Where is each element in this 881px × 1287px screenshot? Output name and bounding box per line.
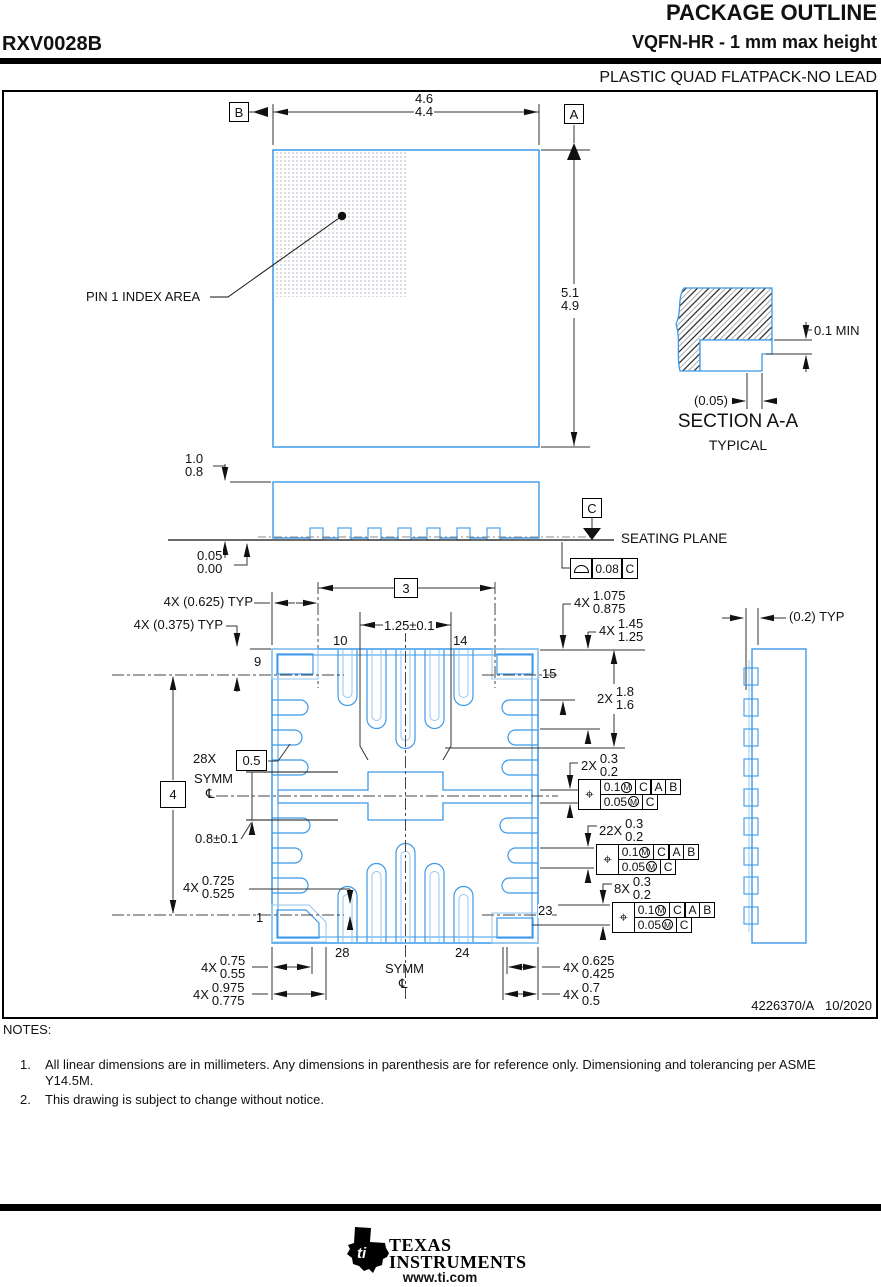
dim-28x-prefix: 28X <box>193 751 217 766</box>
datum-c-box: C <box>582 498 602 518</box>
package-family: PLASTIC QUAD FLATPACK-NO LEAD <box>599 69 877 86</box>
note-2: 2. This drawing is subject to change wit… <box>20 1092 324 1107</box>
header-divider <box>0 58 881 64</box>
section-ref-dim: (0.05) <box>694 393 728 408</box>
seating-plane-label: SEATING PLANE <box>621 531 728 546</box>
section-title: SECTION A-A <box>677 411 799 432</box>
package-title: VQFN-HR - 1 mm max height <box>631 32 877 52</box>
top-pads <box>337 650 474 750</box>
pin-label-28: 28 <box>335 945 350 960</box>
pin-label-15: 15 <box>542 666 557 681</box>
centerlines <box>112 630 560 1002</box>
basic-dim-3-box: 3 <box>394 578 418 598</box>
pin-label-10: 10 <box>333 633 348 648</box>
section-subtitle: TYPICAL <box>708 437 768 453</box>
dim-02-typ: (0.2) TYP <box>789 609 845 624</box>
ti-monogram: ti <box>357 1245 367 1262</box>
centerline-symbol-left: ℄ <box>206 787 215 802</box>
bottom-view <box>112 592 807 1002</box>
profile-dim-lines <box>722 608 786 690</box>
brand-texas: TEXAS <box>389 1235 452 1255</box>
datum-a-box: A <box>564 104 584 124</box>
notes-heading: NOTES: <box>3 1022 52 1037</box>
pin1-corner-pad <box>276 909 320 939</box>
part-number: RXV0028B <box>2 33 103 55</box>
side-view <box>168 464 614 688</box>
top-view <box>210 104 590 448</box>
side-profile-view <box>743 648 807 944</box>
dim-pitch: 1.25±0.1 <box>383 618 436 633</box>
left-pads <box>272 699 311 894</box>
brand-instruments: INSTRUMENTS <box>389 1252 527 1272</box>
footer-divider <box>0 1204 881 1211</box>
symm-label-left: SYMM <box>194 771 233 786</box>
pin-label-14: 14 <box>453 633 468 648</box>
drawing-frame <box>2 90 878 1019</box>
section-step-dim: 0.1 MIN <box>814 323 860 338</box>
datum-b-arrow <box>253 107 268 117</box>
dim-28x-box: 0.5 <box>236 750 267 771</box>
website-link[interactable]: www.ti.com <box>402 1270 478 1285</box>
note-1: 1. All linear dimensions are in millimet… <box>20 1057 816 1088</box>
doc-title: PACKAGE OUTLINE <box>665 0 877 25</box>
pin1-corner-pad-halo <box>271 904 327 943</box>
position-tolerance-icon: ⌖ <box>596 844 619 875</box>
pin1-index-area <box>274 151 407 297</box>
pin1-index-label: PIN 1 INDEX AREA <box>86 289 201 304</box>
bottom-dim-lines <box>252 947 560 1000</box>
datum-4-box: 4 <box>160 781 186 808</box>
centerline-symbol-bottom: ℄ <box>399 977 408 992</box>
datum-c-triangle <box>583 528 601 540</box>
flatness-symbol <box>569 558 593 579</box>
drawing-number: 4226370/A 10/2020 <box>751 998 872 1013</box>
dim-0625-typ: 4X (0.625) TYP <box>163 594 253 609</box>
pin-label-9: 9 <box>254 654 262 669</box>
position-tolerance-icon: ⌖ <box>578 779 601 810</box>
flatness-fcf: 0.08 C <box>569 558 639 579</box>
pin-label-23: 23 <box>538 903 553 919</box>
ti-logo-mark: ti <box>347 1227 389 1273</box>
position-tolerance-icon: ⌖ <box>612 902 635 933</box>
dim-0375-typ: 4X (0.375) TYP <box>133 617 223 632</box>
symm-label-bottom: SYMM <box>385 961 424 976</box>
datum-b-box: B <box>229 102 249 122</box>
corner-pads <box>271 648 539 944</box>
thermal-pad-cross <box>277 771 533 821</box>
right-dim-lines <box>445 603 645 940</box>
dim-pad-width: 0.8±0.1 <box>195 831 239 846</box>
datum-a-arrow <box>567 143 581 160</box>
section-aa-view <box>675 287 812 409</box>
right-pads <box>499 699 538 894</box>
pin-label-1: 1 <box>256 910 264 925</box>
section-lead <box>699 339 773 372</box>
pin-label-24: 24 <box>455 945 470 960</box>
